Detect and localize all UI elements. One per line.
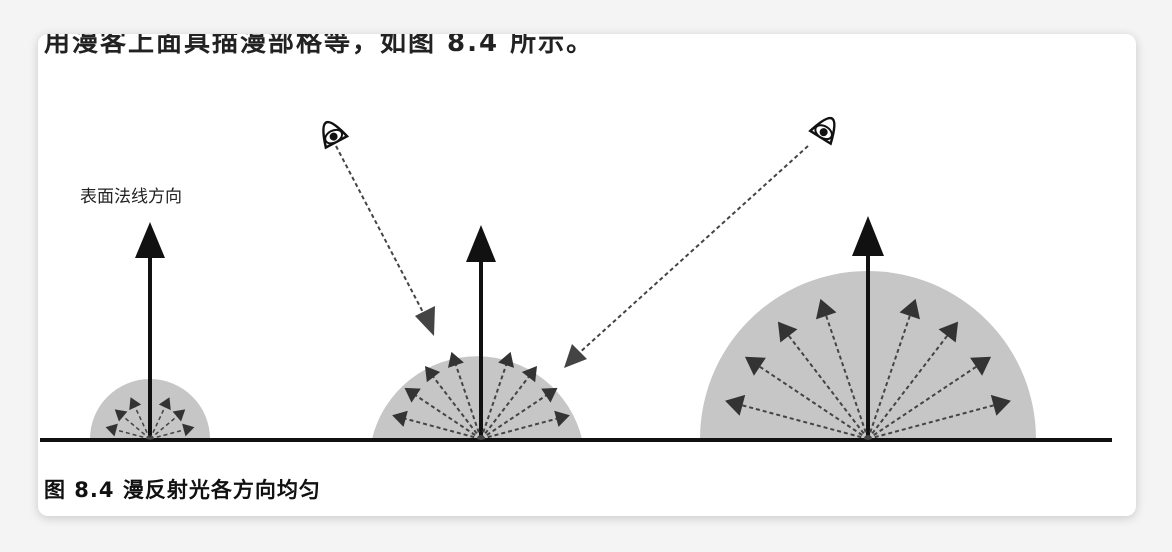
ray-line — [867, 364, 979, 440]
ray-line — [480, 394, 548, 440]
ray-arrowhead — [541, 387, 558, 403]
ray-line — [404, 417, 482, 440]
ray-line — [786, 333, 869, 440]
ray-arrowhead — [105, 423, 118, 437]
ray-arrowhead — [521, 366, 538, 383]
ray-arrowhead — [990, 394, 1011, 416]
ray-arrowhead — [172, 409, 186, 422]
ray-arrowhead — [815, 298, 837, 320]
ray-arrowhead — [129, 397, 142, 411]
ray-arrowhead — [498, 351, 515, 368]
view-ray-right — [564, 145, 809, 368]
ray-line — [454, 363, 482, 440]
ray-line — [149, 415, 179, 440]
ray-line — [480, 363, 508, 440]
ray-line — [121, 415, 151, 440]
normal-arrow-large — [852, 216, 884, 440]
ray-arrowhead — [899, 298, 921, 320]
ray-line — [824, 313, 869, 440]
ray-line — [867, 403, 996, 440]
ray-arrowhead — [404, 387, 421, 403]
ray-line — [149, 428, 186, 440]
ray-arrowhead — [725, 394, 746, 416]
surface-normal-label: 表面法线方向 — [80, 187, 182, 207]
ray-line — [740, 403, 869, 440]
ray-line — [867, 313, 912, 440]
view-ray-left — [335, 145, 435, 336]
ray-arrowhead — [158, 397, 171, 411]
ray-arrowhead — [114, 409, 128, 422]
eye-icon — [322, 120, 350, 150]
normal-arrow-medium — [466, 225, 496, 440]
ray-line — [149, 405, 166, 440]
ray-line — [480, 375, 531, 440]
figure-card: 用漫客上面具描漫部格等，如图 8.4 所示。 — [38, 34, 1136, 516]
ray-arrowhead — [744, 356, 766, 376]
ray-arrowhead — [392, 410, 408, 427]
eye-icon — [808, 116, 836, 146]
ray-line — [757, 364, 869, 440]
reflection-rays — [105, 298, 1011, 440]
ray-arrowhead — [777, 321, 798, 343]
ray-arrowhead — [938, 321, 959, 343]
diffuse-reflection-diagram — [40, 116, 1112, 442]
ray-line — [431, 375, 482, 440]
ray-arrowhead — [424, 366, 441, 383]
ray-line — [480, 417, 558, 440]
ray-line — [114, 428, 151, 440]
cut-off-text-line: 用漫客上面具描漫部格等，如图 8.4 所示。 — [44, 34, 595, 58]
ray-arrowhead — [182, 423, 195, 437]
ray-line — [134, 405, 151, 440]
ray-arrowhead — [554, 410, 570, 427]
figure-caption: 图 8.4 漫反射光各方向均匀 — [44, 478, 321, 502]
normal-arrow-small — [135, 222, 165, 440]
ray-arrowhead — [970, 356, 992, 376]
ray-line — [414, 394, 482, 440]
ray-arrowhead — [447, 351, 464, 368]
ray-line — [867, 333, 950, 440]
